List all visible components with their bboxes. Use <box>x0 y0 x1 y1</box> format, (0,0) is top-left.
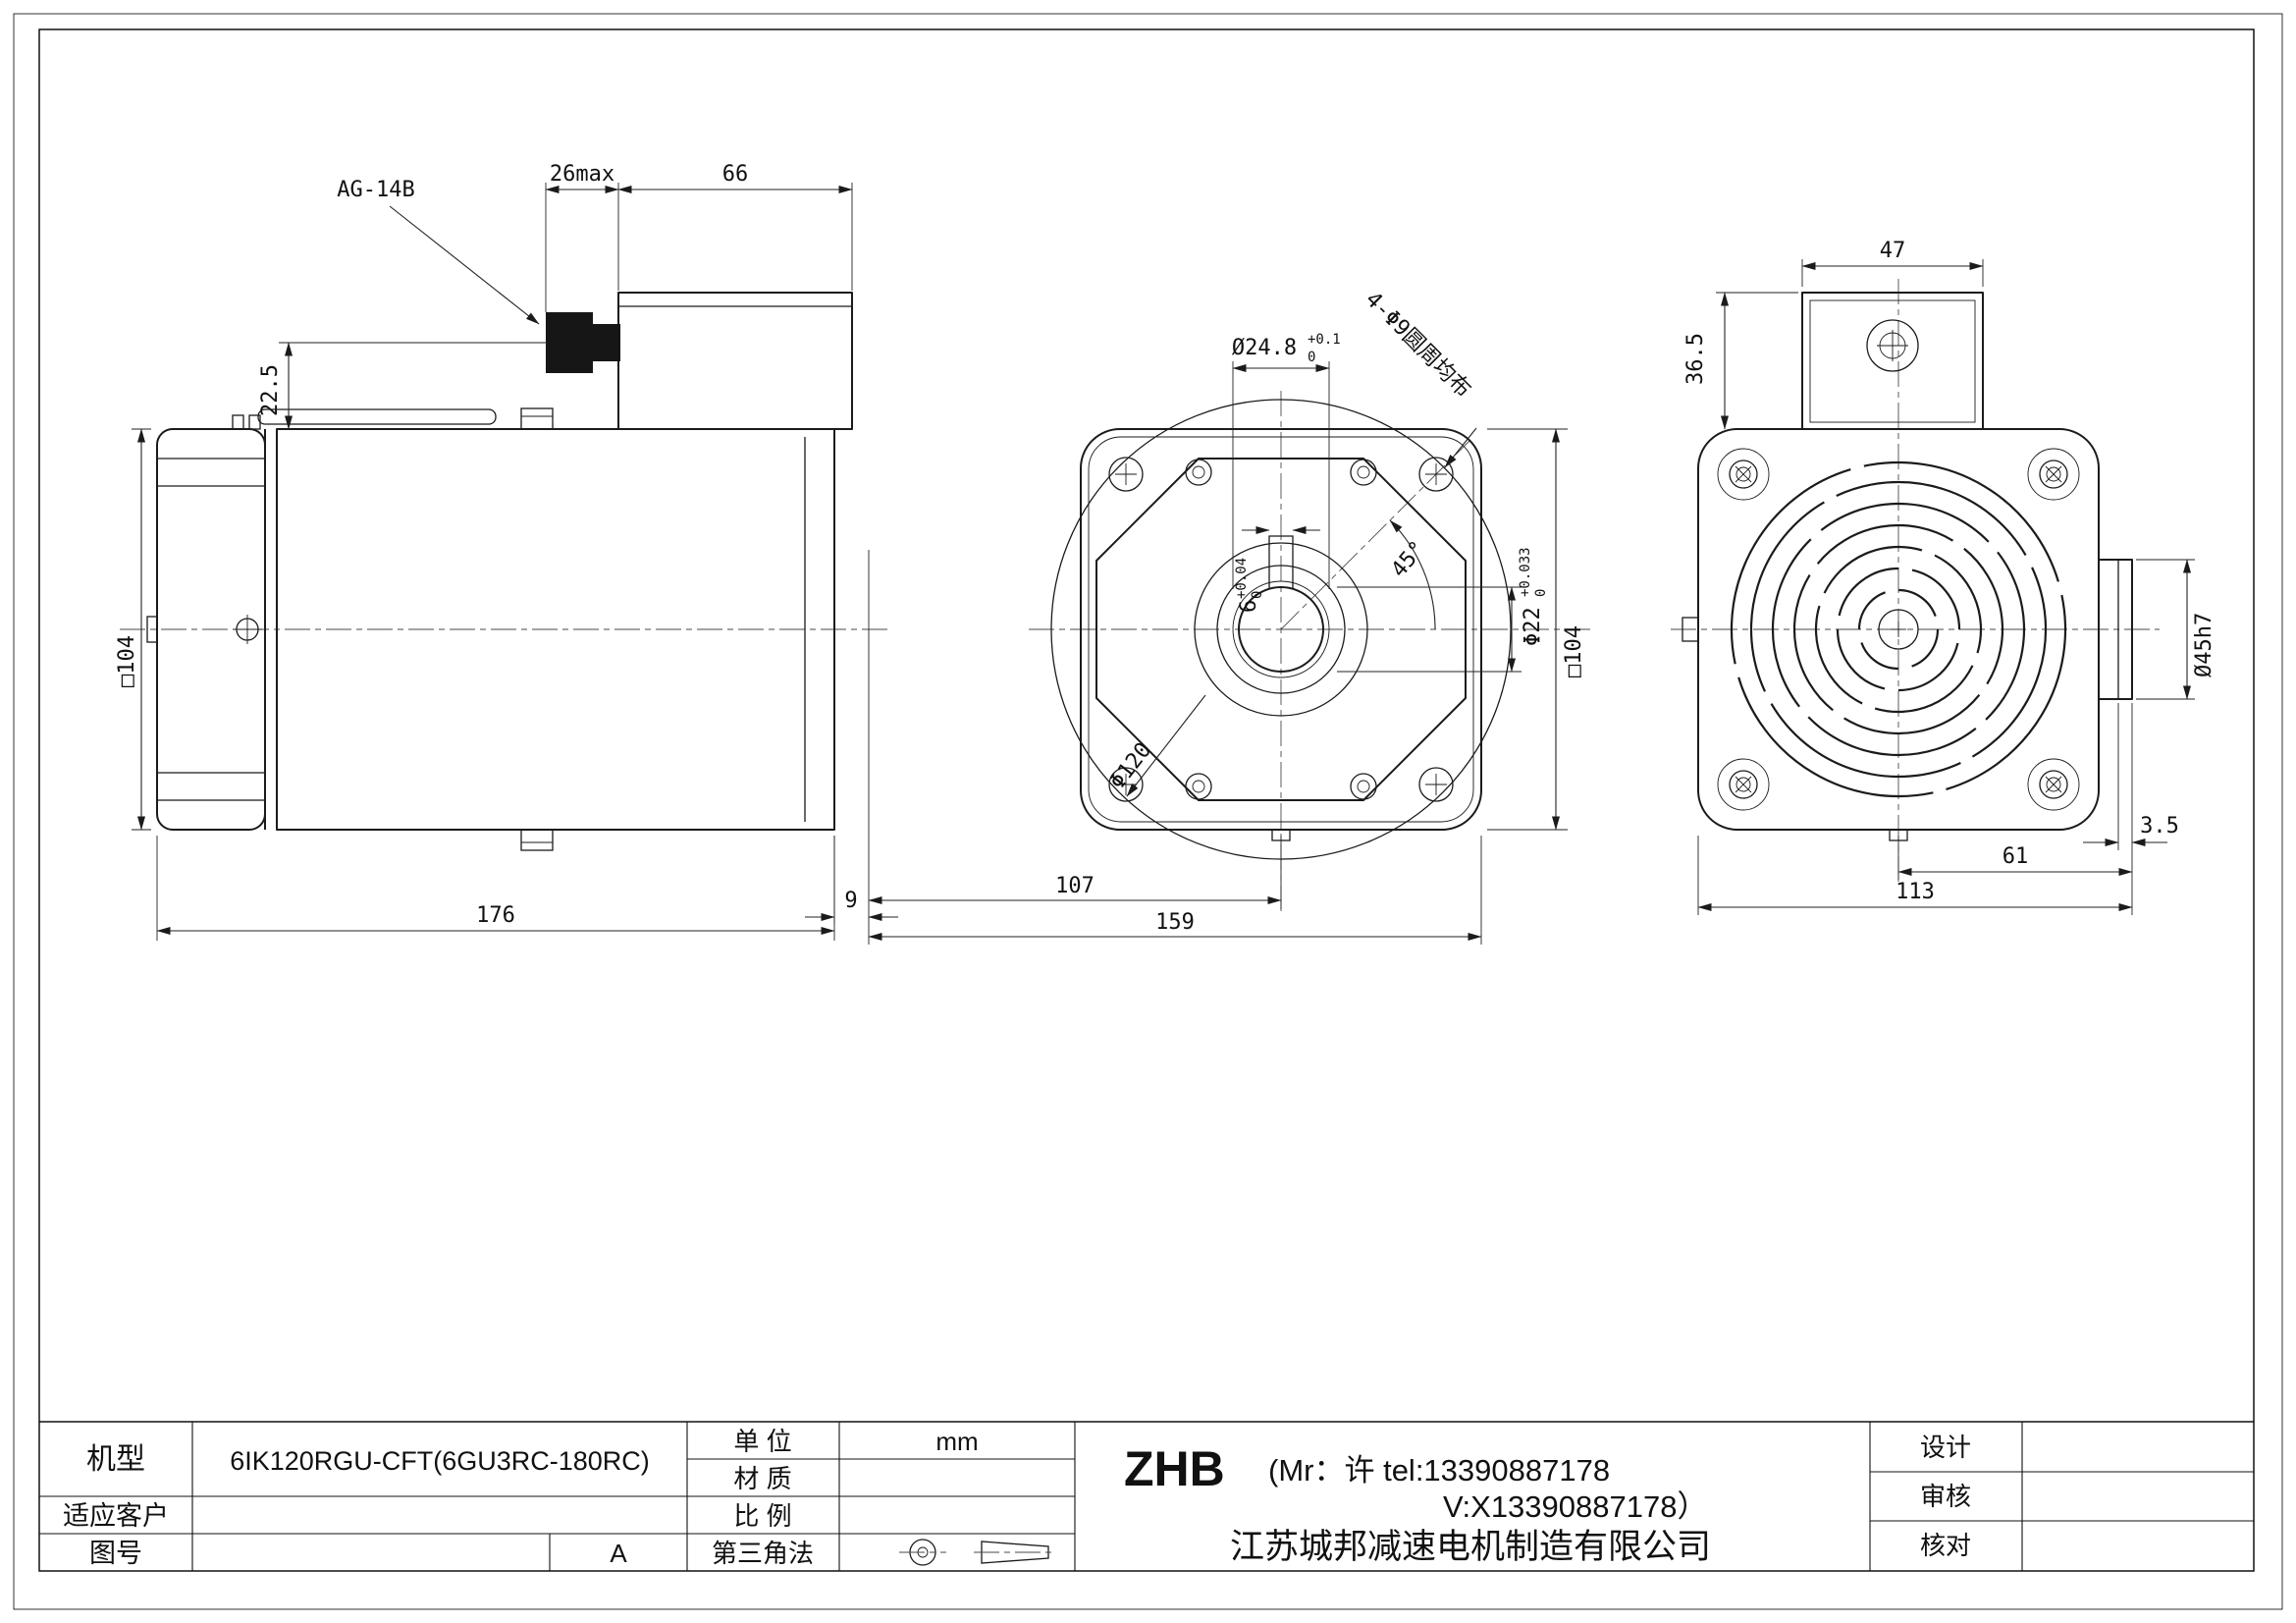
assembly-screw <box>1185 459 1212 486</box>
shaft-boss-inner <box>1216 565 1346 694</box>
note-corner-holes: 4-Φ9圆周均布 <box>1361 288 1475 403</box>
dim-overall-width: 113 <box>1896 880 1935 904</box>
projection-label: 第三角法 <box>712 1539 814 1568</box>
dim-front-square: □104 <box>1562 625 1586 677</box>
revision: A <box>610 1539 627 1568</box>
cable-gland-body <box>593 324 620 361</box>
through-bolt-bottom <box>520 829 554 851</box>
bore-circle <box>1232 580 1330 678</box>
svg-text:+0.04: +0.04 <box>1234 558 1250 599</box>
svg-text:0: 0 <box>1533 589 1549 597</box>
dim-gland-length: 26max <box>550 162 614 187</box>
review-label: 审核 <box>1920 1482 1971 1511</box>
output-shaft <box>1238 586 1324 673</box>
model-value: 6IK120RGU-CFT(6GU3RC-180RC) <box>230 1446 650 1476</box>
third-angle-symbol <box>899 1539 1056 1566</box>
brand: ZHB <box>1124 1441 1225 1496</box>
motor-body <box>276 428 835 831</box>
dim-total-length: 176 <box>476 903 515 928</box>
assembly-screw <box>1350 773 1377 800</box>
dim-spigot: Ø45h7 <box>2192 613 2216 677</box>
dim-spigot-depth: 3.5 <box>2140 814 2179 839</box>
material-label: 材 质 <box>733 1464 791 1493</box>
dim-bore: Ø24.8 <box>1232 336 1297 360</box>
dim-key-width: 6 +0.04 0 <box>1234 558 1265 613</box>
dim-box-length: 66 <box>722 162 749 187</box>
dim-boss-circle: Φ120 <box>1105 738 1156 794</box>
fan-grille <box>1730 460 2067 798</box>
corner-hole <box>1418 767 1454 802</box>
corner-hole <box>1418 457 1454 492</box>
gearbox-side-screw <box>146 616 158 643</box>
svg-text:Φ120: Φ120 <box>1105 738 1156 794</box>
svg-text:□104: □104 <box>1562 625 1586 677</box>
contact-line2: V:X13390887178） <box>1443 1489 1707 1524</box>
terminal-box <box>617 292 853 430</box>
unit-value: mm <box>935 1427 978 1456</box>
cover-screw <box>1717 448 1770 501</box>
sheet-border <box>13 13 2283 1610</box>
dim-gland-height: 22.5 <box>258 364 283 416</box>
keyway <box>1268 535 1294 589</box>
cover-clip <box>1682 617 1699 642</box>
title-block: 机型 6IK120RGU-CFT(6GU3RC-180RC) 适应客户 图号 A… <box>39 1421 2254 1571</box>
company-name: 江苏城邦减速电机制造有限公司 <box>1230 1528 1711 1566</box>
front-view <box>1029 391 1592 911</box>
dim-side-square: □104 <box>115 635 139 687</box>
corner-hole <box>1108 457 1144 492</box>
svg-text:4-Φ9圆周均布: 4-Φ9圆周均布 <box>1361 288 1475 403</box>
label-cable-gland: AG-14B <box>337 178 414 202</box>
customer-label: 适应客户 <box>63 1501 169 1531</box>
svg-text:22.5: 22.5 <box>258 364 283 416</box>
dim-bore-tol-lower: 0 <box>1308 350 1315 365</box>
dim-center-offset: 107 <box>1055 874 1095 898</box>
gearbox-fins <box>157 458 265 801</box>
drawing-no-label: 图号 <box>89 1539 142 1568</box>
svg-text:□104: □104 <box>115 635 139 687</box>
rear-view-dimensions: 47 36.5 Ø45h7 3.5 61 113 <box>1683 239 2216 915</box>
svg-text:6: 6 <box>1237 600 1261 613</box>
contact-line1: (Mr：许 tel:13390887178 <box>1268 1453 1610 1488</box>
cover-screw <box>2027 758 2080 811</box>
dim-box-width: 47 <box>1880 239 1906 263</box>
terminal-box-rear <box>1801 292 1984 430</box>
assembly-screw <box>1350 459 1377 486</box>
cable-gland <box>546 312 593 373</box>
model-label: 机型 <box>86 1443 145 1476</box>
design-label: 设计 <box>1920 1433 1971 1462</box>
cover-screw <box>2027 448 2080 501</box>
dim-box-height: 36.5 <box>1683 333 1708 385</box>
output-spigot <box>2098 559 2133 700</box>
gearhead-octagon-face <box>1095 458 1467 801</box>
cover-screw <box>1717 758 1770 811</box>
diagonal-centerline <box>1280 440 1470 630</box>
gland-entry <box>1866 319 1919 372</box>
dim-shaft: Φ22 +0.033 0 <box>1518 547 1549 646</box>
svg-text:Ø45h7: Ø45h7 <box>2192 613 2216 677</box>
svg-text:45°: 45° <box>1387 537 1431 583</box>
dim-flange-offset: 9 <box>844 889 857 913</box>
scale-label: 比 例 <box>733 1501 791 1531</box>
front-view-dimensions: Ø24.8 +0.1 0 6 +0.04 0 Φ22 +0.033 0 □104… <box>868 288 1586 945</box>
svg-text:+0.033: +0.033 <box>1518 547 1533 597</box>
side-view <box>120 292 888 851</box>
through-bolt-top <box>520 407 554 430</box>
rear-view <box>1671 279 2160 884</box>
gearbox-bolt <box>233 615 262 644</box>
gearbox-top-screw <box>232 414 244 430</box>
dim-corner-angle: 45° <box>1387 537 1431 583</box>
unit-label: 单 位 <box>733 1427 791 1456</box>
svg-text:0: 0 <box>1250 591 1265 599</box>
check-label: 核对 <box>1920 1531 1971 1560</box>
dim-center-to-face: 61 <box>2002 844 2029 869</box>
dim-bore-tol-upper: +0.1 <box>1308 332 1341 348</box>
svg-text:Φ22: Φ22 <box>1521 607 1545 646</box>
release-lever <box>257 408 497 425</box>
assembly-screw <box>1185 773 1212 800</box>
shaft-boss-outer <box>1194 542 1368 717</box>
svg-text:36.5: 36.5 <box>1683 333 1708 385</box>
dim-overall: 159 <box>1155 910 1195 935</box>
side-view-dimensions: 26max 66 AG-14B 22.5 □104 176 9 <box>115 162 898 941</box>
